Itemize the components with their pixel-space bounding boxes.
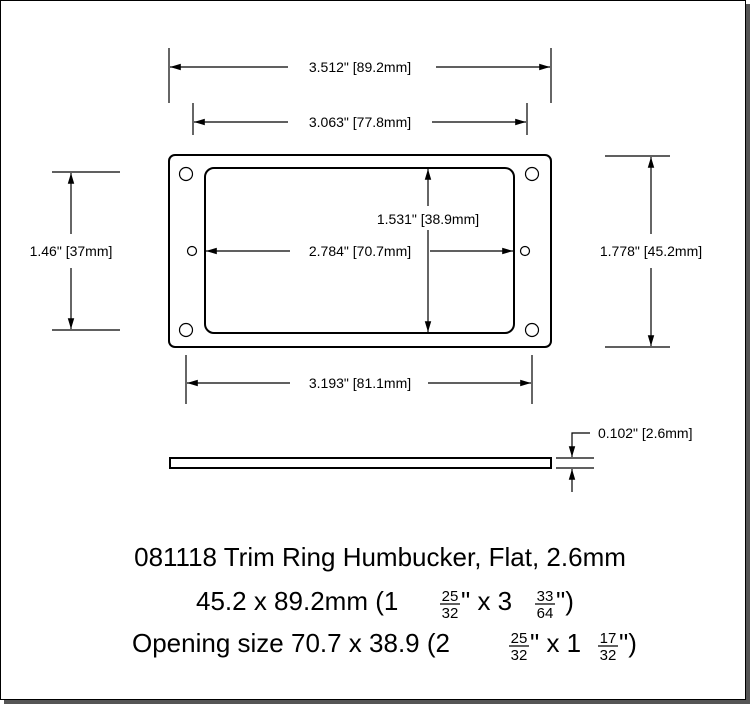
trim-ring-side-view <box>169 457 552 469</box>
dim-opening-width: 2.784" [70.7mm] <box>309 243 411 259</box>
caption-size-frac1-num: 25 <box>442 588 459 605</box>
caption-size-post: ") <box>556 586 574 616</box>
caption-size-mid: " x 3 <box>461 586 512 616</box>
trim-ring-opening <box>204 167 515 334</box>
caption-opening-frac1-den: 32 <box>511 647 528 664</box>
mounting-hole-bottom-right <box>524 322 540 338</box>
caption-size-frac2-num: 33 <box>537 588 554 605</box>
center-hole-left <box>186 245 198 257</box>
dim-arrow-thickness-down <box>568 432 590 457</box>
dim-outer-height: 1.778" [45.2mm] <box>600 243 702 259</box>
caption-opening-frac1-num: 25 <box>511 630 528 647</box>
caption-title: 081118 Trim Ring Humbucker, Flat, 2.6mm <box>134 542 626 572</box>
caption-opening-frac2-den: 32 <box>600 647 617 664</box>
caption-size-pre: 45.2 x 89.2mm (1 <box>196 586 398 616</box>
caption-size-frac1-den: 32 <box>442 605 459 622</box>
caption-opening-post: ") <box>619 628 637 658</box>
mounting-hole-top-right <box>524 166 540 182</box>
dim-opening-height: 1.531" [38.9mm] <box>377 211 479 227</box>
caption-opening-mid: " x 1 <box>530 628 581 658</box>
caption-size-frac2-den: 64 <box>537 605 554 622</box>
dim-hole-spacing: 3.193" [81.1mm] <box>309 375 411 391</box>
caption-opening-frac2-num: 17 <box>600 630 617 647</box>
mounting-hole-top-left <box>178 166 194 182</box>
dim-outer-width: 3.512" [89.2mm] <box>309 59 411 75</box>
center-hole-right <box>519 245 531 257</box>
dim-left-height: 1.46" [37mm] <box>30 243 113 259</box>
dim-opening-top-width: 3.063" [77.8mm] <box>309 114 411 130</box>
caption-opening-line: Opening size 70.7 x 38.9 (2 25 32 " x 1 … <box>132 628 637 664</box>
dim-thickness: 0.102" [2.6mm] <box>598 425 692 441</box>
caption-opening-pre: Opening size 70.7 x 38.9 (2 <box>132 628 450 658</box>
mounting-hole-bottom-left <box>178 322 194 338</box>
caption-size-line: 45.2 x 89.2mm (1 25 32 " x 3 33 64 ") <box>196 586 574 622</box>
